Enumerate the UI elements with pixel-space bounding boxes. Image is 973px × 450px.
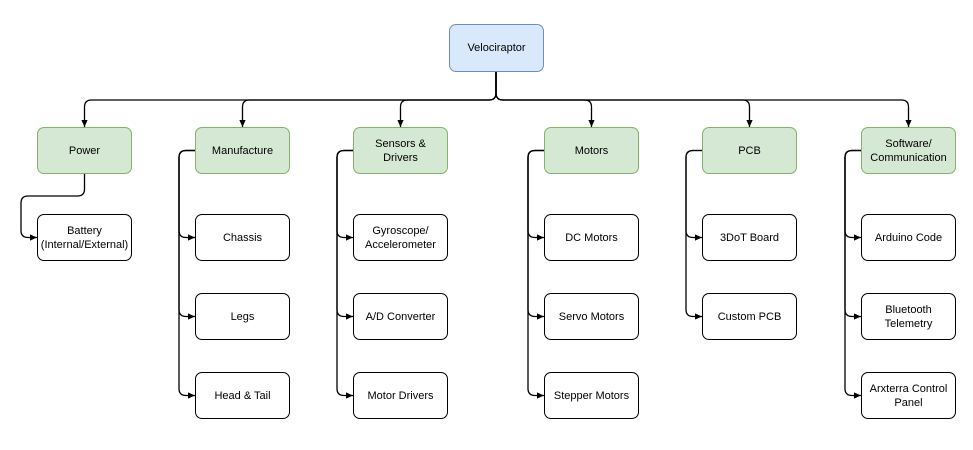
leaf-node-legs[interactable]: Legs xyxy=(195,293,290,340)
leaf-label: Servo Motors xyxy=(558,310,625,323)
leaf-node-stepper-motors[interactable]: Stepper Motors xyxy=(544,372,639,419)
leaf-label: Head & Tail xyxy=(214,389,271,402)
edge-category-to-leaf xyxy=(178,149,195,399)
leaf-label: Arxterra Control Panel xyxy=(869,382,948,409)
category-node-software-communication[interactable]: Software/ Communication xyxy=(861,127,956,174)
edge-category-to-leaf xyxy=(527,149,544,320)
leaf-label: Custom PCB xyxy=(717,310,782,323)
edge-category-to-leaf xyxy=(527,149,544,241)
category-node-pcb[interactable]: PCB xyxy=(702,127,797,174)
leaf-node-gyroscope[interactable]: Gyroscope/ Accelerometer xyxy=(353,214,448,261)
leaf-label: Gyroscope/ Accelerometer xyxy=(365,224,436,251)
leaf-node-dc-motors[interactable]: DC Motors xyxy=(544,214,639,261)
leaf-node-bluetooth-telemetry[interactable]: Bluetooth Telemetry xyxy=(861,293,956,340)
leaf-label: Motor Drivers xyxy=(367,389,434,402)
leaf-node-head-tail[interactable]: Head & Tail xyxy=(195,372,290,419)
leaf-label: Battery (Internal/External) xyxy=(40,224,129,251)
leaf-label: Stepper Motors xyxy=(553,389,630,402)
edge-root-to-category xyxy=(397,72,497,127)
category-node-sensors-drivers[interactable]: Sensors & Drivers xyxy=(353,127,448,174)
edge-category-to-leaf xyxy=(844,149,861,399)
edge-category-to-leaf xyxy=(20,174,86,241)
category-label: PCB xyxy=(738,144,761,157)
edge-category-to-leaf xyxy=(844,149,861,320)
root-node[interactable]: Velociraptor xyxy=(449,24,544,72)
edge-category-to-leaf xyxy=(336,149,353,399)
category-node-power[interactable]: Power xyxy=(37,127,132,174)
leaf-label: A/D Converter xyxy=(365,310,436,323)
category-node-manufacture[interactable]: Manufacture xyxy=(195,127,290,174)
edge-category-to-leaf xyxy=(527,149,544,399)
leaf-node-3dot-board[interactable]: 3DoT Board xyxy=(702,214,797,261)
leaf-node-motor-drivers[interactable]: Motor Drivers xyxy=(353,372,448,419)
leaf-node-arxterra-control-panel[interactable]: Arxterra Control Panel xyxy=(861,372,956,419)
edge-category-to-leaf xyxy=(336,149,353,241)
category-node-motors[interactable]: Motors xyxy=(544,127,639,174)
leaf-node-ad-converter[interactable]: A/D Converter xyxy=(353,293,448,340)
leaf-node-chassis[interactable]: Chassis xyxy=(195,214,290,261)
edge-category-to-leaf xyxy=(685,149,702,320)
leaf-label: Legs xyxy=(230,310,255,323)
leaf-node-arduino-code[interactable]: Arduino Code xyxy=(861,214,956,261)
category-label: Manufacture xyxy=(211,144,274,157)
leaf-node-servo-motors[interactable]: Servo Motors xyxy=(544,293,639,340)
edge-category-to-leaf xyxy=(178,149,195,320)
edge-root-to-category xyxy=(495,72,912,127)
category-label: Power xyxy=(68,144,101,157)
leaf-node-battery[interactable]: Battery (Internal/External) xyxy=(37,214,132,261)
edge-category-to-leaf xyxy=(178,149,195,241)
leaf-label: DC Motors xyxy=(565,231,618,244)
edge-category-to-leaf xyxy=(685,149,702,241)
leaf-node-custom-pcb[interactable]: Custom PCB xyxy=(702,293,797,340)
category-label: Sensors & Drivers xyxy=(375,137,426,164)
category-label: Software/ Communication xyxy=(870,137,947,164)
leaf-label: 3DoT Board xyxy=(719,231,780,244)
edge-category-to-leaf xyxy=(844,149,861,241)
leaf-label: Chassis xyxy=(222,231,263,244)
root-label: Velociraptor xyxy=(467,42,526,54)
leaf-label: Bluetooth Telemetry xyxy=(884,303,933,330)
category-label: Motors xyxy=(574,144,609,157)
leaf-label: Arduino Code xyxy=(874,231,943,244)
edge-category-to-leaf xyxy=(336,149,353,320)
